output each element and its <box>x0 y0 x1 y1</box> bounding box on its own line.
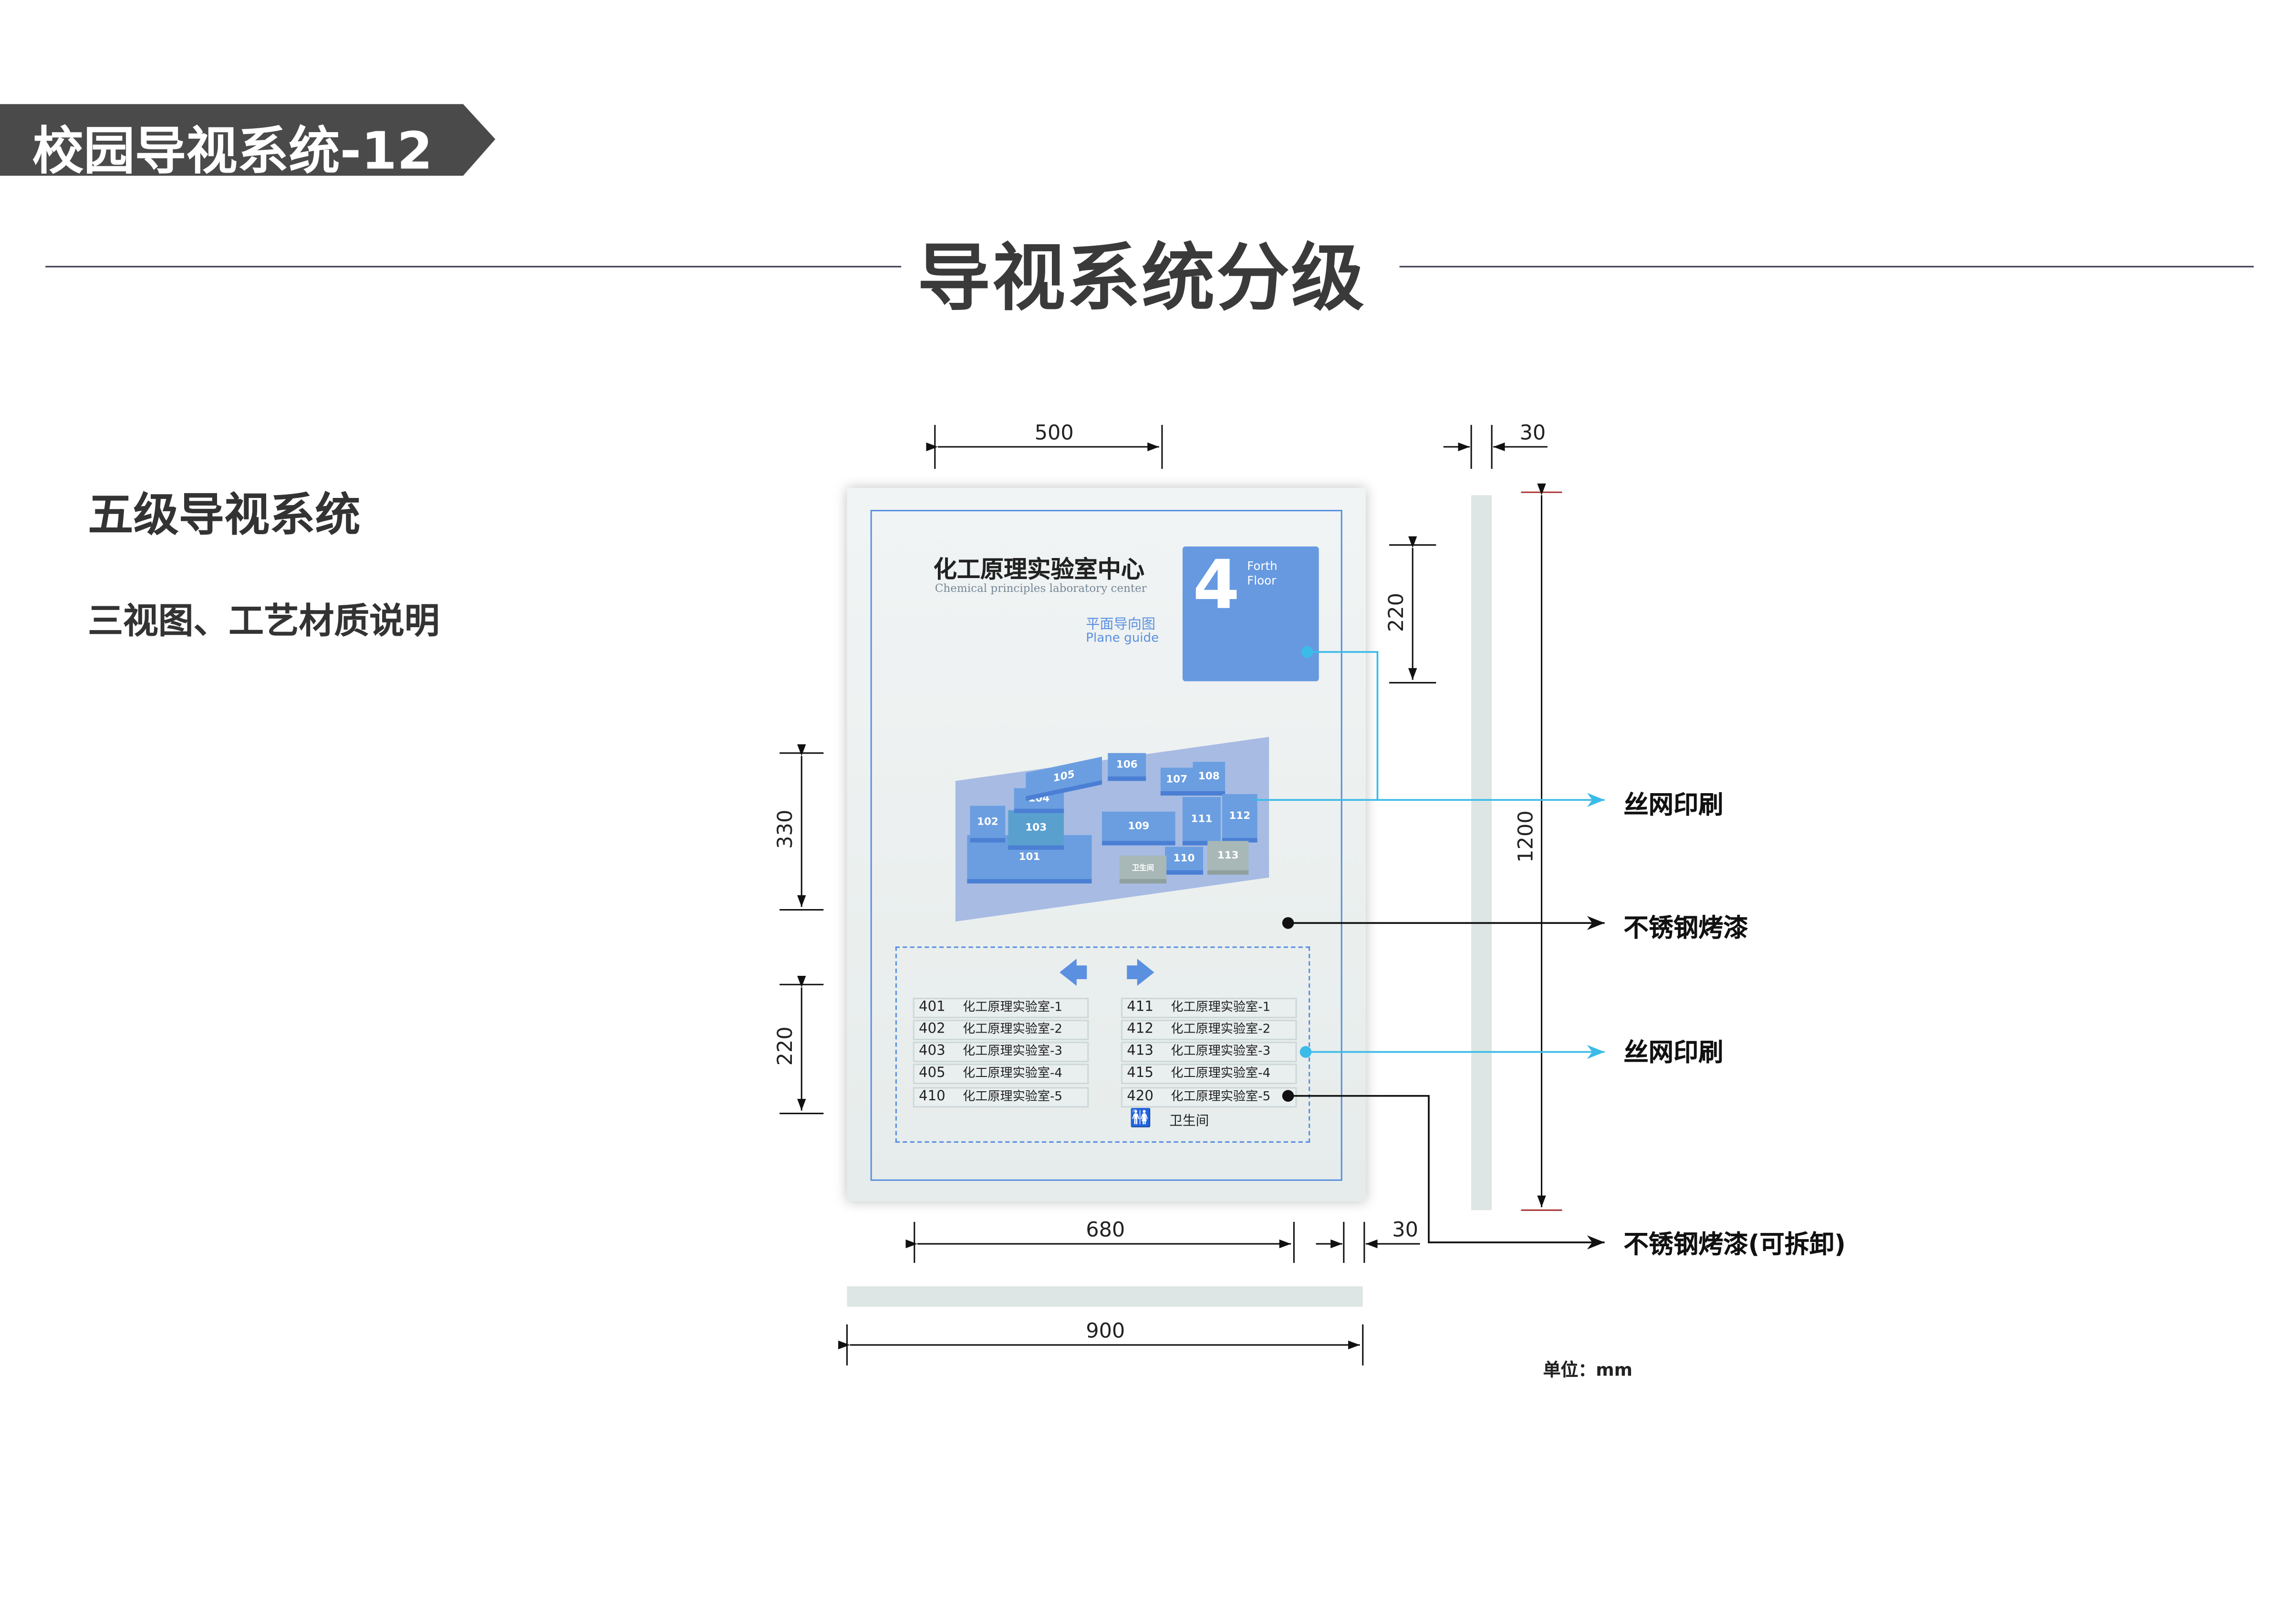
room-name: 化工原理实验室-3 <box>963 1045 1063 1059</box>
room-number: 413 <box>1127 1043 1153 1059</box>
directory-row: 413 化工原理实验室-3 <box>1121 1042 1297 1063</box>
page-tag-label: 校园导视系统-12 <box>32 123 433 182</box>
sign-bottom-view <box>847 1286 1363 1307</box>
map-room: 102 <box>970 806 1006 843</box>
room-name: 化工原理实验室-2 <box>1171 1023 1271 1037</box>
sign-inner-border <box>870 509 1342 1181</box>
room-name: 化工原理实验室-5 <box>1171 1090 1271 1105</box>
map-room-label: 111 <box>1191 813 1213 825</box>
directory-row: 420 化工原理实验室-5 <box>1121 1087 1297 1108</box>
room-name: 化工原理实验室-1 <box>963 1001 1063 1015</box>
map-room-label: 107 <box>1166 773 1188 786</box>
map-room-label: 110 <box>1173 852 1195 865</box>
map-room-label: 103 <box>1025 822 1047 834</box>
dim-total-height: 1200 <box>1515 810 1538 863</box>
room-name: 化工原理实验室-4 <box>1171 1066 1271 1081</box>
level-heading: 五级导视系统 <box>88 489 361 542</box>
callout-stainless-paint: 不锈钢烤漆 <box>1623 914 1748 944</box>
directory-row: 405 化工原理实验室-4 <box>913 1064 1089 1085</box>
sign-title: 化工原理实验室中心 <box>933 555 1145 583</box>
room-number: 402 <box>919 1021 946 1037</box>
page-tag: 校园导视系统-12 <box>0 104 496 176</box>
room-number: 420 <box>1127 1088 1153 1105</box>
directory-row: 403 化工原理实验室-3 <box>913 1042 1089 1063</box>
map-room: 107 <box>1160 767 1193 796</box>
directory-row: 411 化工原理实验室-1 <box>1121 997 1297 1018</box>
directory-row: 402 化工原理实验室-2 <box>913 1019 1089 1040</box>
directory-area <box>895 946 1310 1143</box>
dim-thickness-top: 30 <box>1519 422 1546 445</box>
map-room: 103 <box>1008 810 1064 850</box>
map-room-label: 102 <box>977 816 998 828</box>
map-room-label: 108 <box>1198 770 1220 783</box>
dim-header-height: 220 <box>1385 592 1409 632</box>
plane-guide-cn: 平面导向图 <box>1086 617 1156 633</box>
room-number: 412 <box>1127 1021 1153 1037</box>
callout-stainless-removable: 不锈钢烤漆(可拆卸) <box>1623 1231 1846 1260</box>
directory-row: 401 化工原理实验室-1 <box>913 997 1089 1018</box>
room-name: 化工原理实验室-4 <box>963 1066 1063 1081</box>
map-room-label: 101 <box>1018 851 1040 863</box>
map-room: 112 <box>1222 794 1257 843</box>
floor-number: 4 <box>1193 545 1240 624</box>
map-room: 卫生间 <box>1119 855 1167 884</box>
room-number: 410 <box>919 1088 946 1105</box>
directory-row: 415 化工原理实验室-4 <box>1121 1064 1297 1085</box>
page-title: 导视系统分级 <box>917 236 1366 321</box>
map-room: 110 <box>1165 847 1203 875</box>
map-room-label: 卫生间 <box>1132 863 1154 873</box>
map-room-label: 106 <box>1116 759 1138 771</box>
sign-subtitle: Chemical principles laboratory center <box>935 581 1147 595</box>
arrow-right-icon: 🡆 <box>1125 955 1156 991</box>
floor-text: Forth Floor <box>1247 559 1278 588</box>
dim-top-width: 500 <box>1034 422 1074 445</box>
map-room-label: 112 <box>1229 810 1251 822</box>
restroom-icon: 🚻 <box>1130 1107 1152 1128</box>
sign-side-view <box>1471 495 1492 1210</box>
map-room: 111 <box>1182 797 1221 846</box>
room-number: 403 <box>919 1043 946 1059</box>
dim-thickness-bottom: 30 <box>1392 1219 1418 1242</box>
map-room-label: 109 <box>1128 820 1150 832</box>
floor-badge <box>1182 546 1319 682</box>
room-number: 401 <box>919 999 946 1015</box>
map-room-label: 113 <box>1217 849 1239 862</box>
plane-guide-en: Plane guide <box>1086 631 1159 646</box>
dim-total-width: 900 <box>1086 1320 1125 1344</box>
restroom-label: 卫生间 <box>1169 1115 1209 1130</box>
map-room: 106 <box>1108 753 1146 781</box>
room-name: 化工原理实验室-2 <box>963 1023 1063 1037</box>
map-room: 108 <box>1193 762 1226 796</box>
section-subtitle: 三视图、工艺材质说明 <box>88 600 440 642</box>
unit-label: 单位：mm <box>1543 1359 1633 1380</box>
dim-map-height: 330 <box>774 809 798 849</box>
room-number: 415 <box>1127 1065 1153 1081</box>
floor-map: 101 102 103 104 105 106 107 108 109 110 … <box>955 736 1272 922</box>
map-room: 113 <box>1207 841 1249 875</box>
room-number: 411 <box>1127 999 1153 1015</box>
dim-inner-width: 680 <box>1086 1219 1125 1242</box>
map-room: 109 <box>1101 811 1175 846</box>
room-number: 405 <box>919 1065 946 1081</box>
callout-silkscreen-1: 丝网印刷 <box>1623 791 1724 821</box>
arrow-left-icon: 🡄 <box>1058 955 1089 991</box>
directory-row: 410 化工原理实验室-5 <box>913 1087 1089 1108</box>
room-name: 化工原理实验室-3 <box>1171 1045 1271 1059</box>
dim-list-height: 220 <box>774 1026 798 1066</box>
callout-silkscreen-2: 丝网印刷 <box>1623 1038 1724 1068</box>
directory-row: 412 化工原理实验室-2 <box>1121 1019 1297 1040</box>
room-name: 化工原理实验室-5 <box>963 1090 1063 1105</box>
room-name: 化工原理实验室-1 <box>1171 1001 1271 1015</box>
